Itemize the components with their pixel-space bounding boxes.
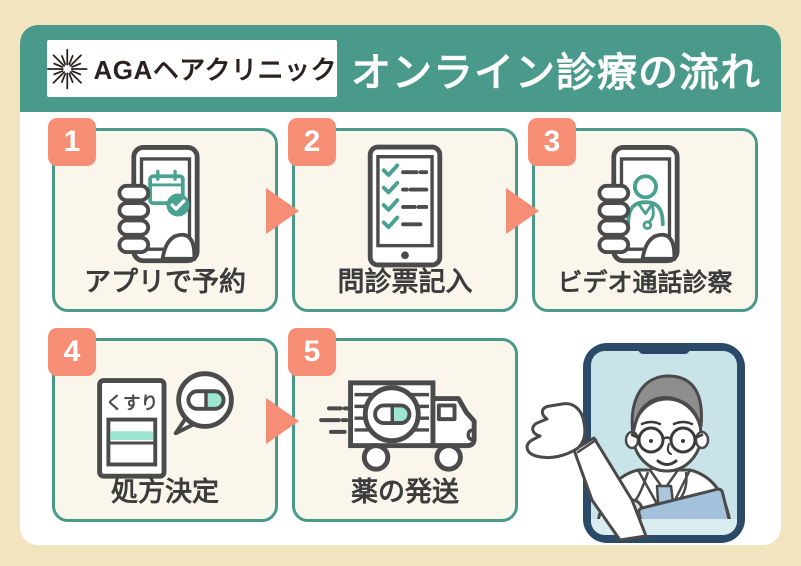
- step-card-1: 1: [48, 118, 278, 312]
- step-label: 問診票記入: [337, 267, 473, 297]
- doctor-open-hand: [525, 402, 587, 460]
- step-number-badge: 3: [528, 118, 576, 166]
- step-card-2: 2: [288, 118, 518, 312]
- starburst-logo-icon: [47, 48, 88, 89]
- step-number-badge: 4: [48, 328, 96, 376]
- step-card-5: 5: [288, 328, 518, 522]
- phone-doctor-video-icon: [597, 145, 680, 264]
- flow-arrow-icon: [266, 188, 299, 234]
- step-label: アプリで予約: [84, 267, 246, 297]
- delivery-truck-icon: [319, 380, 477, 472]
- clinic-logo: AGAヘアクリニック: [47, 40, 337, 97]
- clinic-brand-name: AGAヘアクリニック: [93, 55, 337, 85]
- step-card-4: 4 くすり 処方決定: [48, 328, 278, 522]
- page-title: オンライン診療の流れ: [351, 50, 761, 95]
- doctor-on-phone-illustration: [520, 340, 765, 545]
- medicine-box-pill-bubble-icon: くすり: [97, 371, 234, 479]
- flow-arrow-icon: [266, 398, 299, 444]
- step-number-badge: 2: [288, 118, 336, 166]
- doctor-raised-arm: [572, 436, 648, 542]
- medicine-box-label: くすり: [105, 393, 158, 413]
- content-panel: AGAヘアクリニック オンライン診療の流れ 1: [20, 25, 781, 545]
- header-banner: AGAヘアクリニック オンライン診療の流れ: [20, 25, 781, 112]
- tablet-checklist-icon: [367, 144, 443, 268]
- flow-arrow-icon: [506, 188, 539, 234]
- doctor-video-call-image: [525, 343, 745, 543]
- step-label: 処方決定: [111, 477, 219, 507]
- step-number-badge: 5: [288, 328, 336, 376]
- step-label: 薬の発送: [351, 477, 459, 507]
- step-label: ビデオ通話診察: [557, 269, 733, 297]
- step-card-3: 3: [528, 118, 758, 312]
- step-number-badge: 1: [48, 118, 96, 166]
- phone-calendar-booking-icon: [117, 145, 200, 264]
